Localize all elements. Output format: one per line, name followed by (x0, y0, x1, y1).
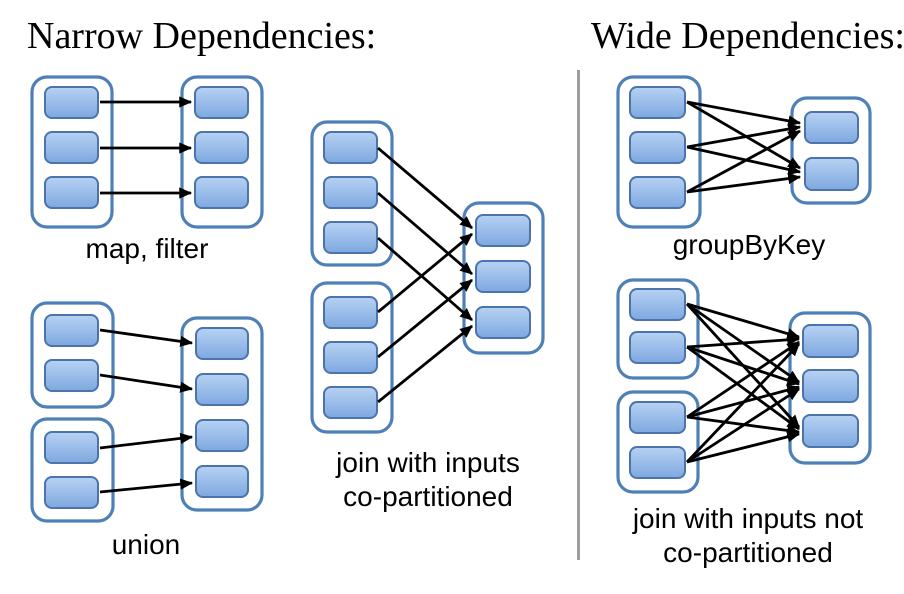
partition-block (804, 111, 859, 144)
partition-block (802, 369, 859, 403)
dependency-arrow (377, 278, 473, 359)
diagram-union (30, 301, 264, 523)
partition-block (323, 341, 378, 374)
dependency-arrow (377, 236, 473, 322)
partition-block (323, 386, 378, 419)
dependency-arrow (686, 431, 801, 464)
partition-block (194, 176, 249, 209)
diagram-join-not-co-partitioned (616, 278, 872, 494)
partition-block (323, 221, 378, 254)
partition-block (44, 359, 99, 392)
dependency-arrow (686, 345, 800, 431)
dependency-arrow (99, 328, 194, 347)
partition-block (44, 431, 99, 464)
dependency-arrow (686, 172, 802, 194)
partition-block (323, 296, 378, 329)
dependency-arrow (685, 343, 801, 463)
partition-block (195, 419, 249, 452)
partition-block (44, 176, 99, 209)
partition-block (475, 214, 531, 247)
union-label: union (111, 529, 181, 560)
dependency-arrow (377, 324, 473, 404)
partition-block (194, 131, 249, 164)
dependency-arrow (99, 373, 194, 393)
join-not-co-partitioned-label: join with inputs not co-partitioned (632, 503, 864, 568)
diagram-join-co-partitioned (310, 120, 545, 434)
dependency-arrow (686, 340, 800, 419)
dependency-arrow (686, 145, 802, 175)
join-co-partitioned-label: join with inputs co-partitioned (336, 447, 520, 512)
partition-block (629, 446, 686, 479)
dependency-arrow (686, 100, 802, 127)
narrow-dependencies-title: Narrow Dependencies: (27, 15, 377, 57)
partition-block (195, 373, 249, 406)
dependency-arrow (686, 334, 801, 349)
dependency-arrow (377, 232, 473, 314)
dependency-arrow (686, 345, 801, 386)
section-divider-line (577, 70, 580, 560)
group-by-key-label: groupByKey (672, 229, 826, 260)
dependency-arrow (686, 302, 801, 340)
dependency-arrow (99, 432, 194, 450)
partition-block (44, 476, 99, 509)
diagram-group-by-key (616, 75, 872, 229)
dependency-arrow (686, 387, 800, 464)
partition-block (802, 414, 859, 448)
wide-dependencies-title: Wide Dependencies: (591, 15, 904, 57)
partition-block (629, 288, 686, 321)
partition-block (629, 401, 686, 434)
partition-block (194, 86, 249, 119)
dependency-arrow (377, 146, 473, 230)
partition-block (629, 331, 686, 364)
partition-block (629, 86, 686, 119)
partition-block (475, 260, 531, 293)
partition-block (629, 176, 686, 209)
partition-block (44, 314, 99, 347)
dependency-arrow (686, 129, 801, 194)
dependency-arrow (99, 478, 194, 494)
partition-block (44, 86, 99, 119)
dependency-arrow (686, 100, 801, 170)
partition-block (323, 131, 378, 164)
partition-block (629, 131, 686, 164)
partition-container (180, 316, 264, 512)
partition-block (802, 324, 859, 358)
partition-block (323, 176, 378, 209)
partition-block (195, 327, 249, 360)
partition-block (44, 131, 99, 164)
dependency-arrow (377, 191, 473, 276)
diagram-map-filter (30, 75, 264, 229)
dependency-arrow (686, 123, 802, 149)
partition-block (475, 306, 531, 339)
map-filter-label: map, filter (85, 233, 209, 264)
partition-block (195, 465, 249, 498)
partition-block (804, 157, 859, 191)
